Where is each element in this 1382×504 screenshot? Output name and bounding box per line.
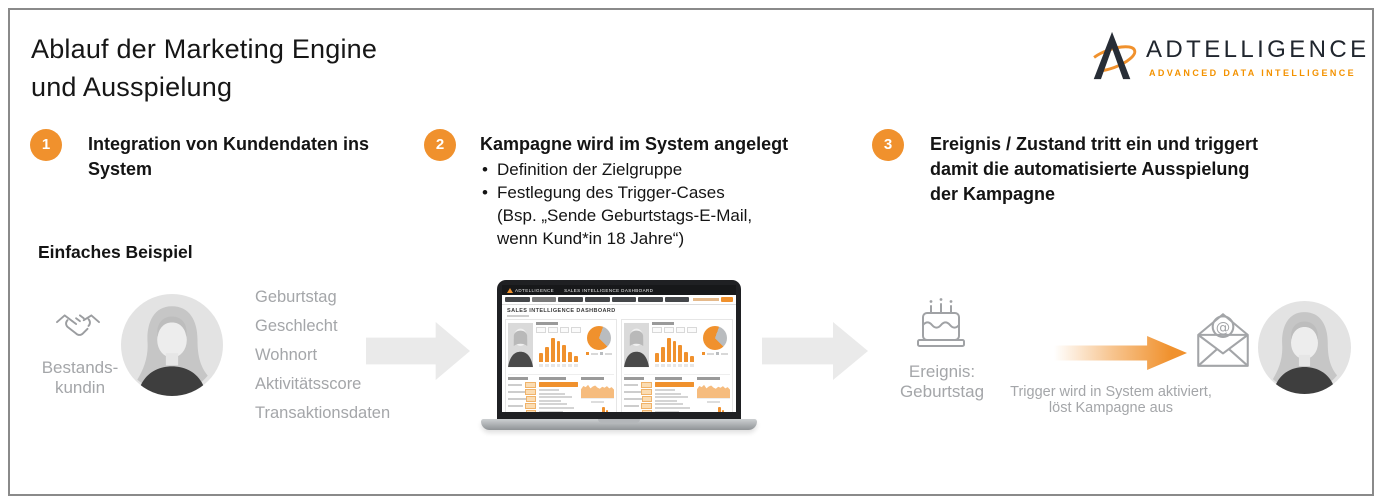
dashboard-filters xyxy=(652,327,697,333)
dashboard-data-table xyxy=(508,382,536,412)
handshake-icon xyxy=(56,314,100,336)
dashboard-brand-text: ADTELLIGENCE xyxy=(515,287,555,293)
step-2-badge: 2 xyxy=(424,129,456,161)
dashboard-pie-chart xyxy=(703,326,727,350)
dashboard-photo xyxy=(624,322,649,368)
dashboard-lower-bar-chart xyxy=(581,405,614,412)
dashboard-filters xyxy=(536,327,581,333)
recipient-photo xyxy=(1258,301,1351,394)
dashboard-screenshot: ADTELLIGENCE SALES INTELLIGENCE DASHBOAR… xyxy=(502,285,736,412)
dashboard-tab xyxy=(638,297,663,302)
attribute-list: Geburtstag Geschlecht Wohnort Aktivitäts… xyxy=(255,283,390,428)
dashboard-panel-label xyxy=(652,322,674,325)
dashboard-header: ADTELLIGENCE SALES INTELLIGENCE DASHBOAR… xyxy=(502,285,736,295)
dashboard-tab xyxy=(584,297,610,302)
dashboard-page-title: SALES INTELLIGENCE DASHBOARD xyxy=(507,308,616,314)
dashboard-area-chart xyxy=(581,382,614,399)
dashboard-action-button xyxy=(721,297,733,302)
dashboard-tab xyxy=(505,297,530,302)
dashboard-tab xyxy=(664,297,690,302)
attribute-item: Wohnort xyxy=(255,346,318,364)
dashboard-tab xyxy=(531,297,557,302)
page-title-line2: und Ausspielung xyxy=(31,72,233,102)
dashboard-area-chart xyxy=(697,382,730,399)
dashboard-pie-legend xyxy=(702,352,728,355)
step-2-title: Kampagne wird im System angelegt xyxy=(480,134,789,154)
step-2-bullets: Definition der Zielgruppe Festlegung des… xyxy=(480,158,766,250)
dashboard-pie-chart xyxy=(587,326,611,350)
dashboard-bar-chart xyxy=(536,335,581,362)
dashboard-x-axis xyxy=(536,364,581,367)
step-3-badge: 3 xyxy=(872,129,904,161)
dashboard-user-text xyxy=(693,298,720,301)
attribute-item: Transaktionsdaten xyxy=(255,404,391,422)
laptop-base xyxy=(481,419,757,430)
attribute-item: Geburtstag xyxy=(255,288,337,306)
dashboard-order-list xyxy=(539,389,578,412)
page-title: Ablauf der Marketing Engine und Ausspiel… xyxy=(31,30,377,106)
dashboard-photo xyxy=(508,322,533,368)
dashboard-x-axis xyxy=(652,364,697,367)
logo-tagline: ADVANCED DATA INTELLIGENCE xyxy=(1149,68,1357,78)
customer-photo xyxy=(121,294,223,396)
dashboard-panel xyxy=(621,319,733,412)
logo-a-icon xyxy=(1085,31,1137,80)
dashboard-tab xyxy=(611,297,637,302)
dashboard-pie-legend xyxy=(586,352,612,355)
dashboard-lower-bar-chart xyxy=(697,405,730,412)
example-heading: Einfaches Beispiel xyxy=(38,242,193,262)
step-1-title: Integration von Kundendaten ins System xyxy=(88,134,370,179)
logo-brand-text: ADTELLIGENCE xyxy=(1146,36,1370,63)
bullet-item: Definition der Zielgruppe xyxy=(480,158,766,181)
customer-label: Bestands-kundin xyxy=(41,358,119,397)
dashboard-panel xyxy=(505,319,617,412)
birthday-cake-icon xyxy=(917,298,965,347)
dashboard-logo: ADTELLIGENCE xyxy=(507,287,555,293)
step-1-badge: 1 xyxy=(30,129,62,161)
dashboard-header-title: SALES INTELLIGENCE DASHBOARD xyxy=(564,287,654,293)
dashboard-data-table xyxy=(624,382,652,412)
email-at-icon: @ xyxy=(1197,313,1249,367)
dashboard-logo-icon xyxy=(507,287,513,293)
dashboard-tab xyxy=(558,297,583,302)
attribute-item: Aktivitätsscore xyxy=(255,375,362,393)
dashboard-subtitle-bar xyxy=(507,315,529,317)
event-label: Ereignis: Geburtstag xyxy=(899,362,985,401)
bullet-item: Festlegung des Trigger-Cases (Bsp. „Send… xyxy=(480,181,766,250)
company-logo: ADTELLIGENCE ADVANCED DATA INTELLIGENCE xyxy=(1084,28,1366,86)
trigger-caption: Trigger wird in System aktiviert, löst K… xyxy=(1010,384,1212,416)
dashboard-tab-bar xyxy=(502,295,736,305)
laptop-mockup: ADTELLIGENCE SALES INTELLIGENCE DASHBOAR… xyxy=(497,280,741,419)
attribute-item: Geschlecht xyxy=(255,317,338,335)
slide-border xyxy=(8,8,1374,496)
dashboard-panel-label xyxy=(536,322,558,325)
dashboard-bar-chart xyxy=(652,335,697,362)
dashboard-order-list xyxy=(655,389,694,412)
step-3-title: Ereignis / Zustand tritt ein und trigger… xyxy=(930,134,1259,204)
page-title-line1: Ablauf der Marketing Engine xyxy=(31,34,378,64)
at-symbol: @ xyxy=(1216,320,1230,336)
